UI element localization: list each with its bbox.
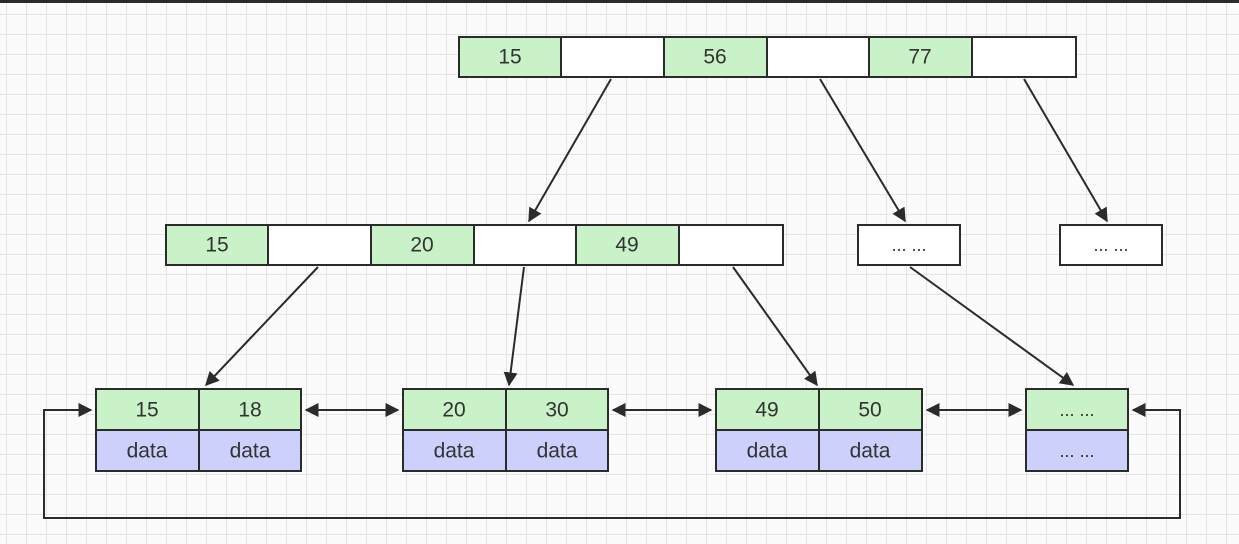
internal-key-cell [575, 224, 680, 266]
leaf-key-label: 49 [755, 399, 778, 422]
window-top-edge [0, 0, 1239, 3]
leaf-node: 20 30 data data [402, 388, 609, 472]
internal-pointer-cell [678, 224, 784, 266]
internal-pointer-cell [267, 224, 372, 266]
arrow-root-to-internal [528, 78, 612, 223]
root-node: 15 56 77 [458, 36, 1077, 78]
leaf-node: 15 18 data data [95, 388, 302, 472]
root-key-cell [663, 36, 768, 78]
placeholder-cell [857, 224, 961, 266]
arrow-root-to-placeholder [1023, 78, 1108, 223]
internal-key-label: 15 [205, 234, 228, 257]
root-pointer-cell [560, 36, 665, 78]
leaf-data-label: data [127, 440, 168, 463]
placeholder-node: ... ... [1059, 224, 1163, 266]
leaf-data-cell [198, 429, 302, 472]
leaf-data-label: data [230, 440, 271, 463]
placeholder-label: ... ... [1093, 235, 1128, 255]
leaf-data-label: data [537, 440, 578, 463]
leaf-key-label: 50 [858, 399, 881, 422]
leaf-data-label: ... ... [1059, 441, 1094, 461]
leaf-data-cell [402, 429, 507, 472]
internal-key-cell [370, 224, 475, 266]
internal-key-cell [165, 224, 269, 266]
leaf-key-label: 20 [442, 399, 465, 422]
leaf-data-label: data [434, 440, 475, 463]
leaf-data-label: data [747, 440, 788, 463]
leaf-data-cell [505, 429, 609, 472]
arrow-placeholder-to-leaf [909, 266, 1075, 386]
root-key-cell [458, 36, 562, 78]
root-pointer-cell [766, 36, 870, 78]
leaf-key-label: ... ... [1059, 400, 1094, 420]
leaf-data-cell [715, 429, 820, 472]
leaf-data-label: data [850, 440, 891, 463]
placeholder-cell [1059, 224, 1163, 266]
root-pointer-cell [971, 36, 1077, 78]
root-key-label: 56 [703, 46, 726, 69]
root-key-label: 15 [498, 46, 521, 69]
placeholder-label: ... ... [891, 235, 926, 255]
leaf-data-cell [95, 429, 200, 472]
leaf-node: 49 50 data data [715, 388, 923, 472]
leaf-node: ... ... ... ... [1025, 388, 1129, 472]
internal-pointer-cell [473, 224, 577, 266]
arrow-root-to-placeholder [819, 78, 906, 223]
leaf-key-label: 30 [545, 399, 568, 422]
internal-key-label: 49 [615, 234, 638, 257]
arrow-internal-to-leaf [503, 266, 525, 387]
arrow-internal-to-leaf [205, 266, 319, 387]
internal-key-label: 20 [410, 234, 433, 257]
root-key-label: 77 [908, 46, 931, 69]
leaf-key-label: 15 [135, 399, 158, 422]
leaf-data-cell [818, 429, 923, 472]
leaf-key-label: 18 [238, 399, 261, 422]
leaf-wraparound-arrow [43, 403, 1181, 519]
leaf-data-cell [1025, 429, 1129, 472]
placeholder-node: ... ... [857, 224, 961, 266]
arrow-internal-to-leaf [732, 266, 818, 387]
internal-node: 15 20 49 [165, 224, 784, 266]
